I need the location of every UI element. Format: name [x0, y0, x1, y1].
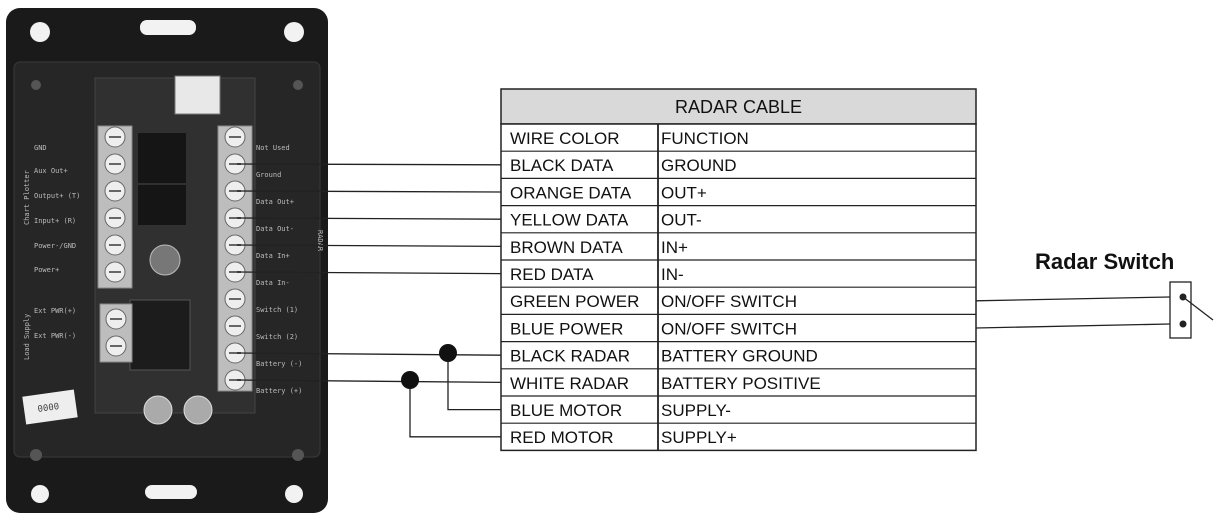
function-cell: ON/OFF SWITCH	[661, 319, 797, 338]
motor-supply-plus-wire	[409, 380, 501, 438]
battery-ground-wire	[236, 352, 502, 356]
wire-color-cell: ORANGE DATA	[510, 183, 632, 202]
switch-box	[1169, 281, 1192, 339]
capacitor	[143, 395, 173, 425]
wire-color-cell: RED MOTOR	[510, 428, 614, 447]
wires	[236, 163, 1171, 438]
function-cell: SUPPLY-	[661, 401, 731, 420]
radar-switch-title: Radar Switch	[1035, 249, 1174, 274]
radar-switch: Radar Switch	[1035, 249, 1214, 339]
right-terminal-label: Switch (1)	[256, 306, 298, 314]
wire-color-cell: BLUE POWER	[510, 319, 623, 338]
mounting-hole	[31, 485, 49, 503]
relay-chip	[174, 75, 221, 115]
function-cell: IN-	[661, 265, 684, 284]
left-terminal-label: Power-/GND	[34, 242, 76, 250]
right-terminal-label: Data Out-	[256, 225, 294, 233]
switch-lever-icon	[1182, 296, 1214, 321]
data-wire	[236, 217, 502, 220]
left-terminal-block	[97, 125, 133, 289]
function-cell: SUPPLY+	[661, 428, 737, 447]
function-cell: BATTERY GROUND	[661, 347, 818, 366]
wire-color-cell: BLACK RADAR	[510, 347, 630, 366]
function-cell: OUT-	[661, 211, 702, 230]
wire-color-cell: WHITE RADAR	[510, 374, 629, 393]
left-terminal-label: Power+	[34, 266, 59, 274]
sticker	[22, 389, 78, 425]
mounting-slot	[140, 20, 196, 35]
right-terminal-label: Ground	[256, 171, 281, 179]
wire-color-cell: YELLOW DATA	[510, 211, 629, 230]
junction-dot	[439, 344, 457, 362]
left-terminal-label: Input+ (R)	[34, 217, 76, 225]
left-terminal-label: Aux Out+	[34, 167, 68, 175]
radar-cable-table: RADAR CABLE WIRE COLOR FUNCTION BLACK DATA G…	[500, 88, 977, 452]
right-group-label: RADAR	[316, 230, 324, 252]
data-wire	[236, 271, 502, 275]
function-cell: IN+	[661, 238, 688, 257]
mounting-hole	[30, 22, 50, 42]
data-wire	[236, 244, 502, 248]
right-terminal-label: Data Out+	[256, 198, 294, 206]
motor-supply-minus-wire	[447, 353, 501, 411]
table-title-bar	[500, 88, 977, 125]
right-terminal-label: Battery (-)	[256, 360, 302, 368]
mounting-hole	[284, 22, 304, 42]
column-header-function: FUNCTION	[661, 129, 749, 148]
capacitor	[149, 244, 181, 276]
right-terminal-label: Battery (+)	[256, 387, 302, 395]
wire-color-cell: GREEN POWER	[510, 292, 639, 311]
column-header-wire-color: WIRE COLOR	[510, 129, 620, 148]
mounting-slot	[145, 485, 197, 499]
right-terminal-label: Not Used	[256, 144, 290, 152]
wire-color-cell: BLUE MOTOR	[510, 401, 622, 420]
right-terminal-label: Switch (2)	[256, 333, 298, 341]
left-terminal-label: Ext PWR(+)	[34, 307, 76, 315]
junction-dot	[401, 371, 419, 389]
data-wire	[236, 190, 502, 193]
mounting-hole	[285, 485, 303, 503]
junction-box: GND Aux Out+ Output+ (T) Input+ (R) Power-/G…	[6, 8, 328, 513]
function-cell: GROUND	[661, 156, 737, 175]
battery-positive-wire	[236, 379, 502, 384]
switch-wire	[975, 296, 1171, 302]
data-wire	[236, 163, 502, 166]
function-cell: BATTERY POSITIVE	[661, 374, 821, 393]
left-group-label: Chart Plotter	[23, 170, 31, 225]
switch-contact-icon	[1179, 320, 1187, 328]
switch-wire	[975, 323, 1171, 329]
wire-color-cell: BROWN DATA	[510, 238, 623, 257]
left-group-label-2: Load Supply	[23, 314, 31, 360]
sticker-text: 0000	[37, 402, 60, 415]
left-terminal-label: Ext PWR(-)	[34, 332, 76, 340]
function-cell: ON/OFF SWITCH	[661, 292, 797, 311]
wire-color-cell: RED DATA	[510, 265, 594, 284]
capacitor	[183, 395, 213, 425]
function-cell: OUT+	[661, 183, 707, 202]
left-terminal-label: Output+ (T)	[34, 192, 80, 200]
right-terminal-label: Data In+	[256, 252, 290, 260]
right-terminal-label: Data In-	[256, 279, 290, 287]
left-terminal-label: GND	[34, 144, 47, 152]
table-title: RADAR CABLE	[675, 97, 802, 117]
wire-color-cell: BLACK DATA	[510, 156, 614, 175]
